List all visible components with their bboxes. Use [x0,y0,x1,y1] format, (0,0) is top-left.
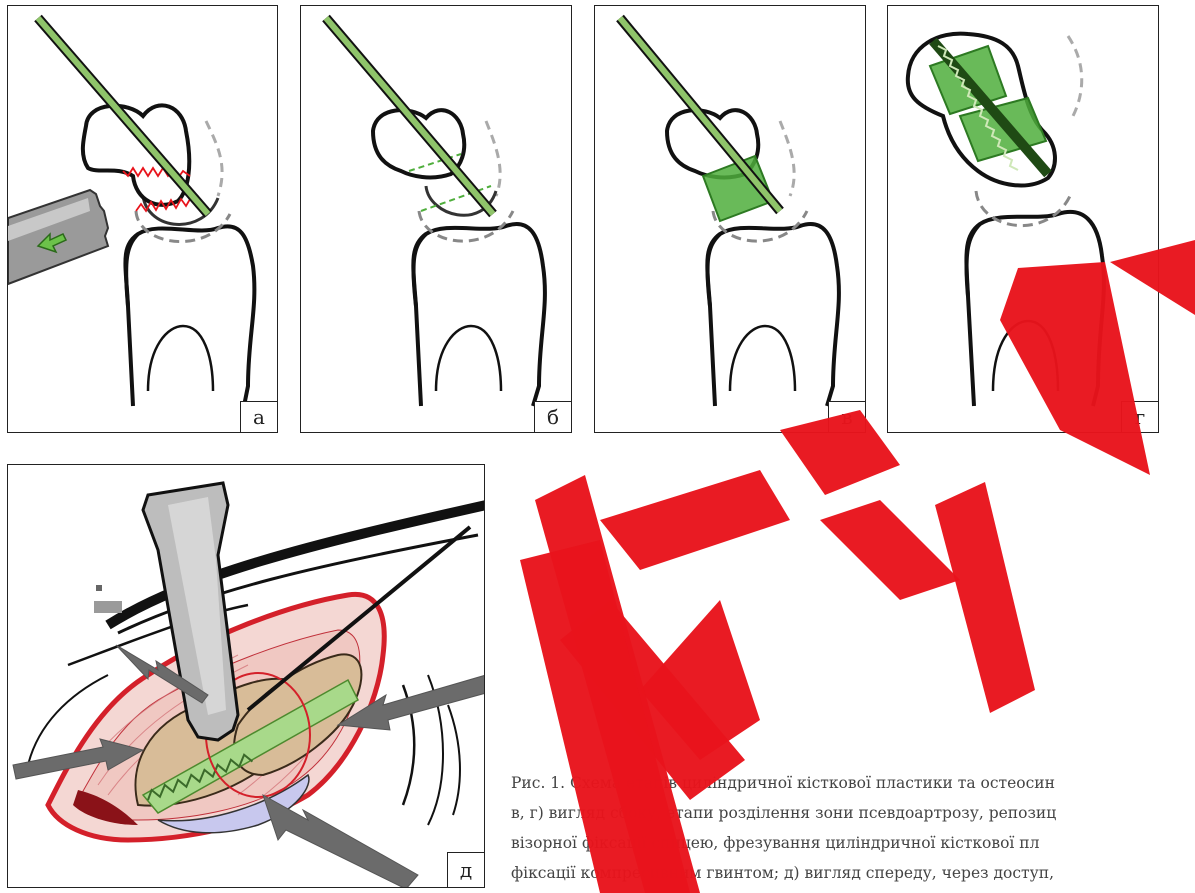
surgical-view-diagram [8,465,485,888]
figure-panel-a: а [7,5,278,433]
osteotome-icon [8,190,108,284]
caption-line: в, г) вигляд сбоку, етапи розділення зон… [511,798,1195,828]
caption-line: Рис. 1. Схема етапів циліндричної кістко… [511,768,1195,798]
figure-panel-e: д [7,464,485,888]
panel-label-b: б [534,401,572,433]
figure-panel-b: б [300,5,572,433]
bone-diagram-c [595,6,866,433]
bone-diagram-b [301,6,572,433]
surgical-wire-icon [326,18,493,214]
panel-label-c: в [828,401,866,433]
bone-diagram-d [888,6,1159,433]
panel-label-e: д [447,852,485,888]
figure-caption: Рис. 1. Схема етапів циліндричної кістко… [511,768,1195,888]
bone-diagram-a [8,6,278,433]
figure-panel-c: в [594,5,866,433]
surgical-wire-icon [620,18,780,211]
panel-label-d: г [1121,401,1159,433]
caption-line: фіксації компресивним гвинтом; д) вигляд… [511,858,1195,888]
figure-panel-d: г [887,5,1159,433]
caption-line: візорної фіксації спицею, фрезування цил… [511,828,1195,858]
panel-label-a: а [240,401,278,433]
